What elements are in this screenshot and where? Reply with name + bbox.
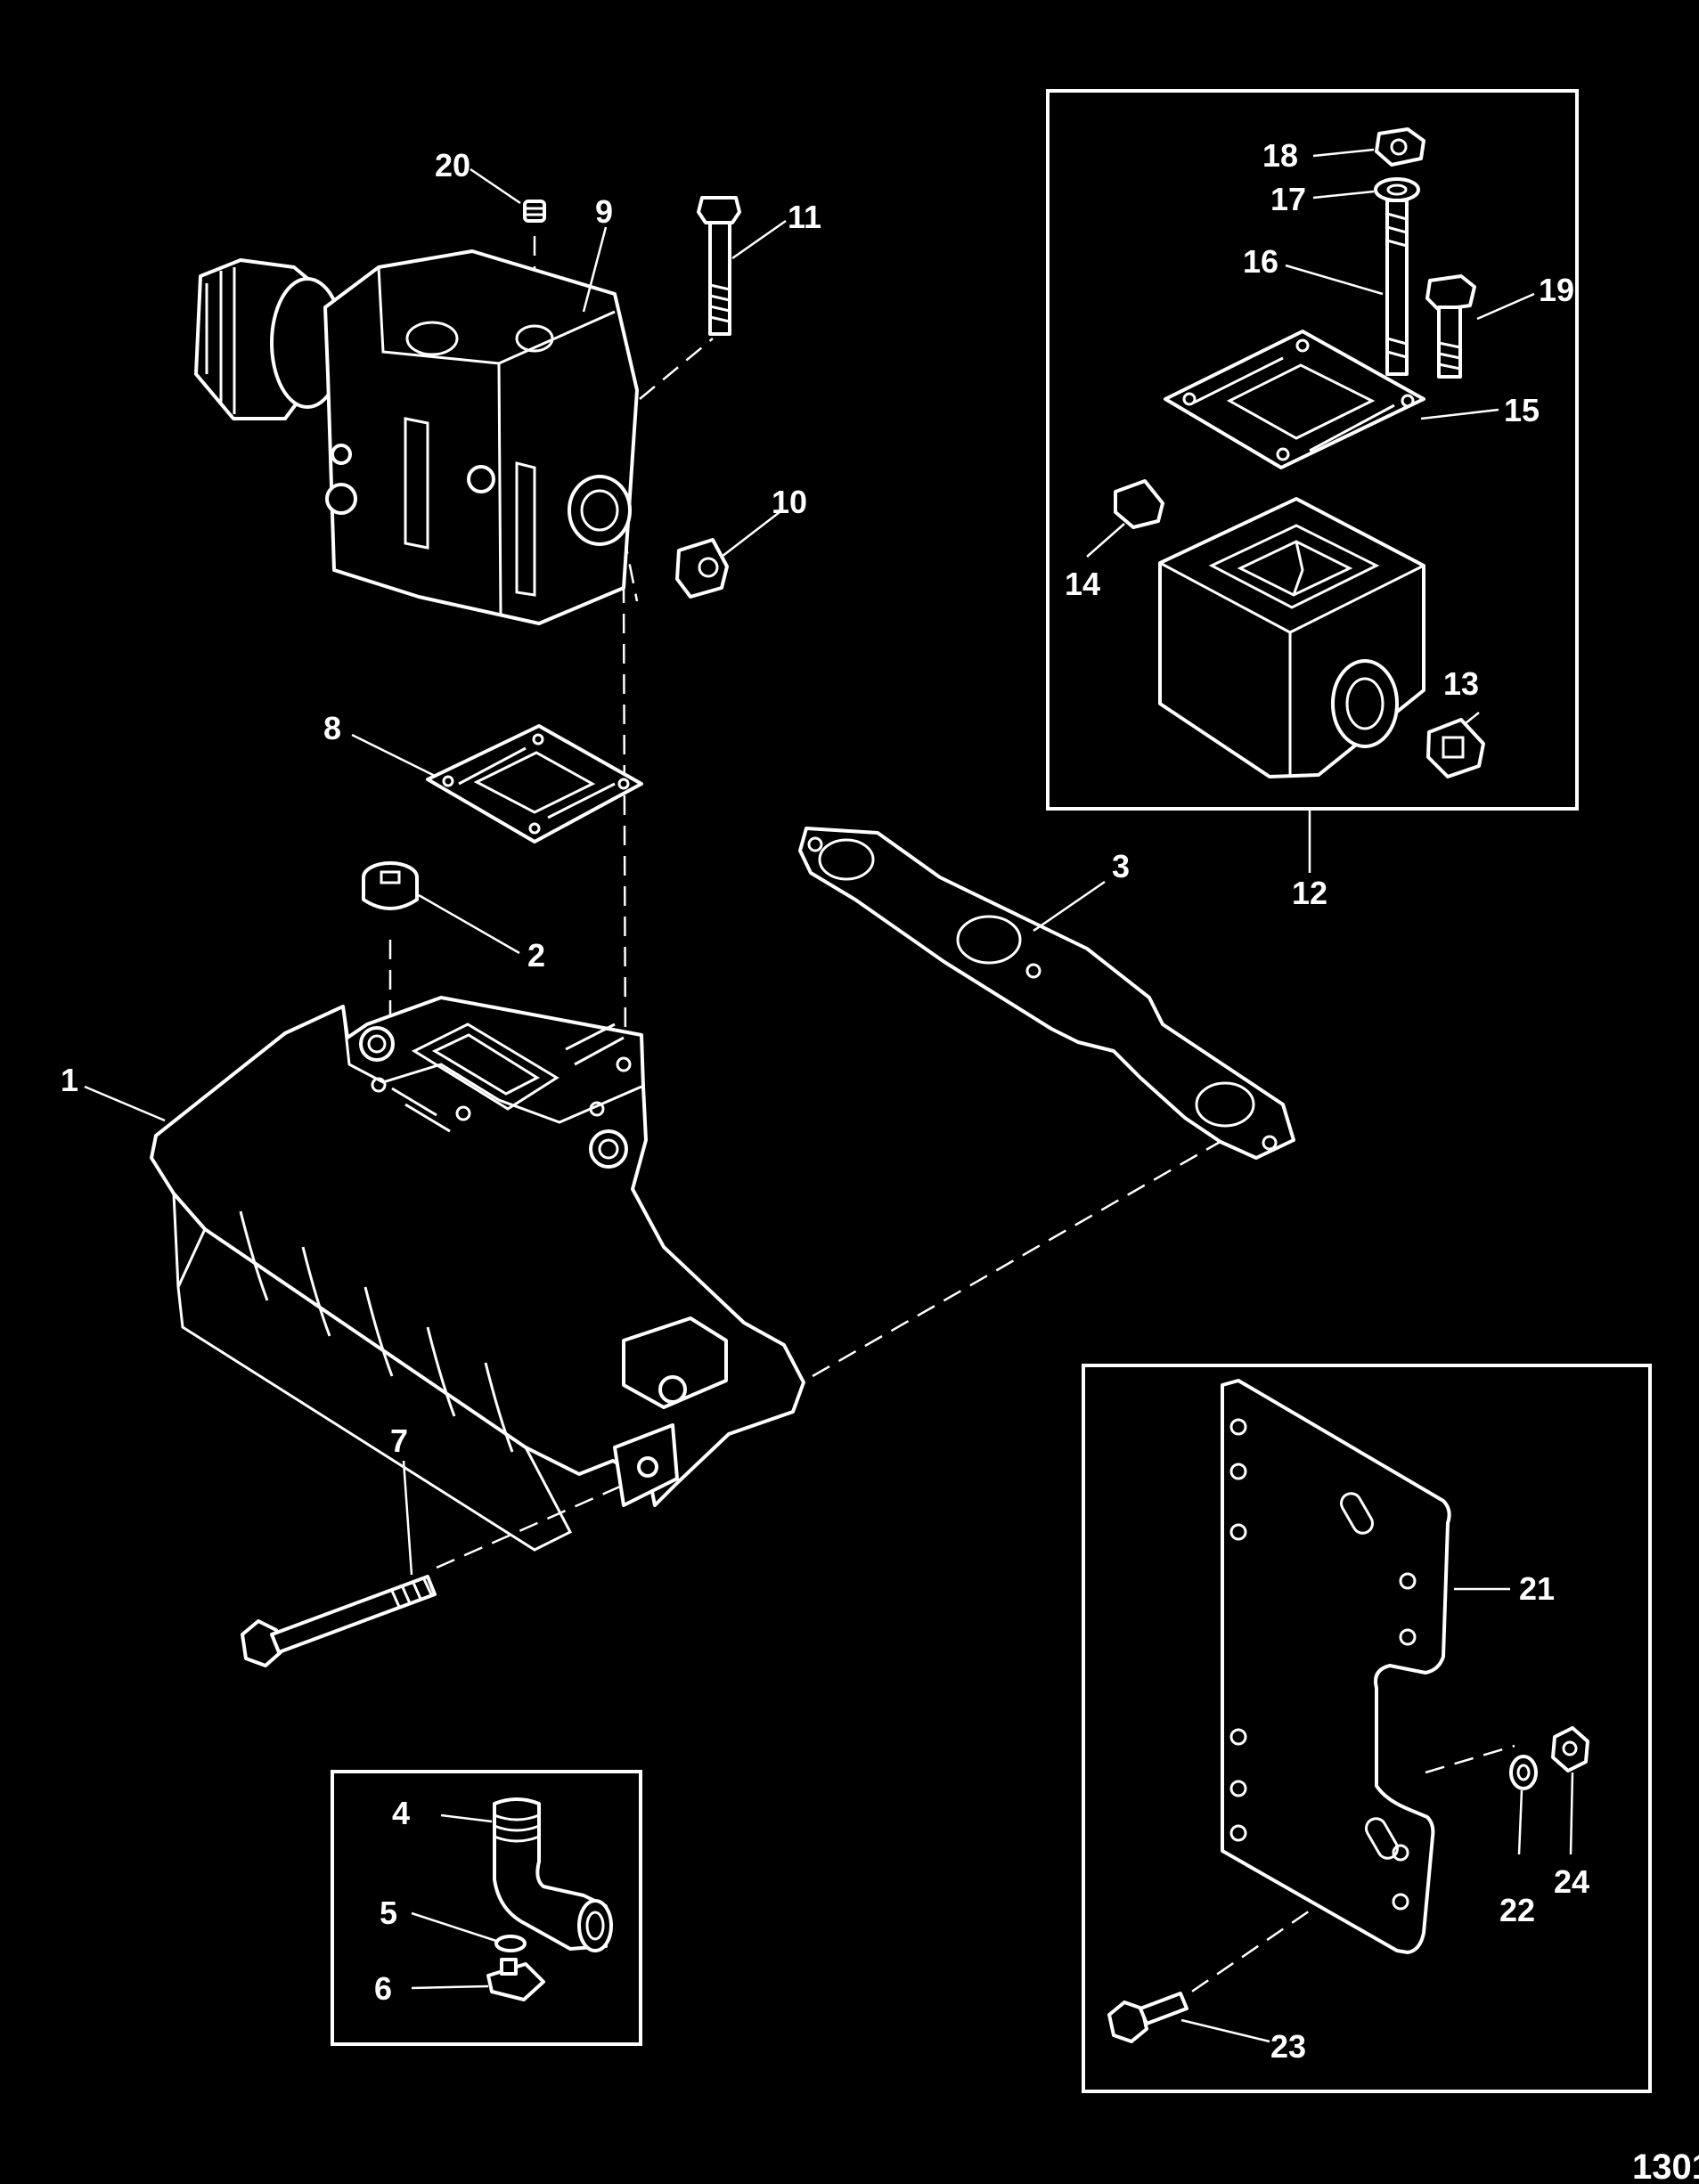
leader-lines <box>84 148 1574 2043</box>
bolt-7 <box>241 1575 437 1667</box>
callout-14: 14 <box>1065 566 1100 602</box>
inset-frame-riser-kit <box>1046 89 1579 811</box>
riser-kit-parts <box>1114 127 1485 778</box>
plug-2 <box>362 861 419 910</box>
figure-number: 1301 <box>1632 2147 1699 2184</box>
manifold-gasket-3 <box>798 827 1295 1160</box>
callout-7: 7 <box>390 1422 408 1459</box>
callout-20: 20 <box>435 147 470 183</box>
callout-labels: 1 2 3 4 5 6 7 8 9 10 11 12 13 14 15 16 1… <box>61 137 1699 2184</box>
callout-17: 17 <box>1270 181 1306 217</box>
callout-18: 18 <box>1262 137 1298 174</box>
callout-19: 19 <box>1539 272 1574 308</box>
plug-10 <box>675 538 729 599</box>
callout-22: 22 <box>1499 1892 1535 1928</box>
callout-23: 23 <box>1270 2028 1306 2065</box>
callout-5: 5 <box>380 1895 397 1931</box>
callout-9: 9 <box>595 193 613 230</box>
callout-13: 13 <box>1443 665 1479 702</box>
inset-frame-bracket-kit <box>1082 1364 1652 2093</box>
exhaust-elbow <box>194 249 639 625</box>
callout-10: 10 <box>772 484 807 520</box>
plug-20 <box>523 200 546 223</box>
callout-8: 8 <box>323 710 341 746</box>
callout-4: 4 <box>392 1795 410 1831</box>
callout-24: 24 <box>1554 1863 1589 1900</box>
gasket-8 <box>426 724 643 843</box>
callout-1: 1 <box>61 1062 78 1098</box>
exhaust-manifold <box>150 996 805 1552</box>
callout-16: 16 <box>1243 243 1278 280</box>
inset-frame-fitting-kit <box>331 1770 642 2046</box>
callout-21: 21 <box>1519 1570 1555 1607</box>
callout-12: 12 <box>1292 875 1327 911</box>
bolt-11 <box>697 196 741 336</box>
callout-15: 15 <box>1504 392 1540 428</box>
callout-3: 3 <box>1112 848 1130 884</box>
fitting-kit-parts <box>486 1797 613 2001</box>
callout-11: 11 <box>788 199 821 235</box>
callout-2: 2 <box>527 937 545 974</box>
callout-6: 6 <box>374 1970 392 2007</box>
bracket-kit-parts <box>1107 1379 1589 2043</box>
